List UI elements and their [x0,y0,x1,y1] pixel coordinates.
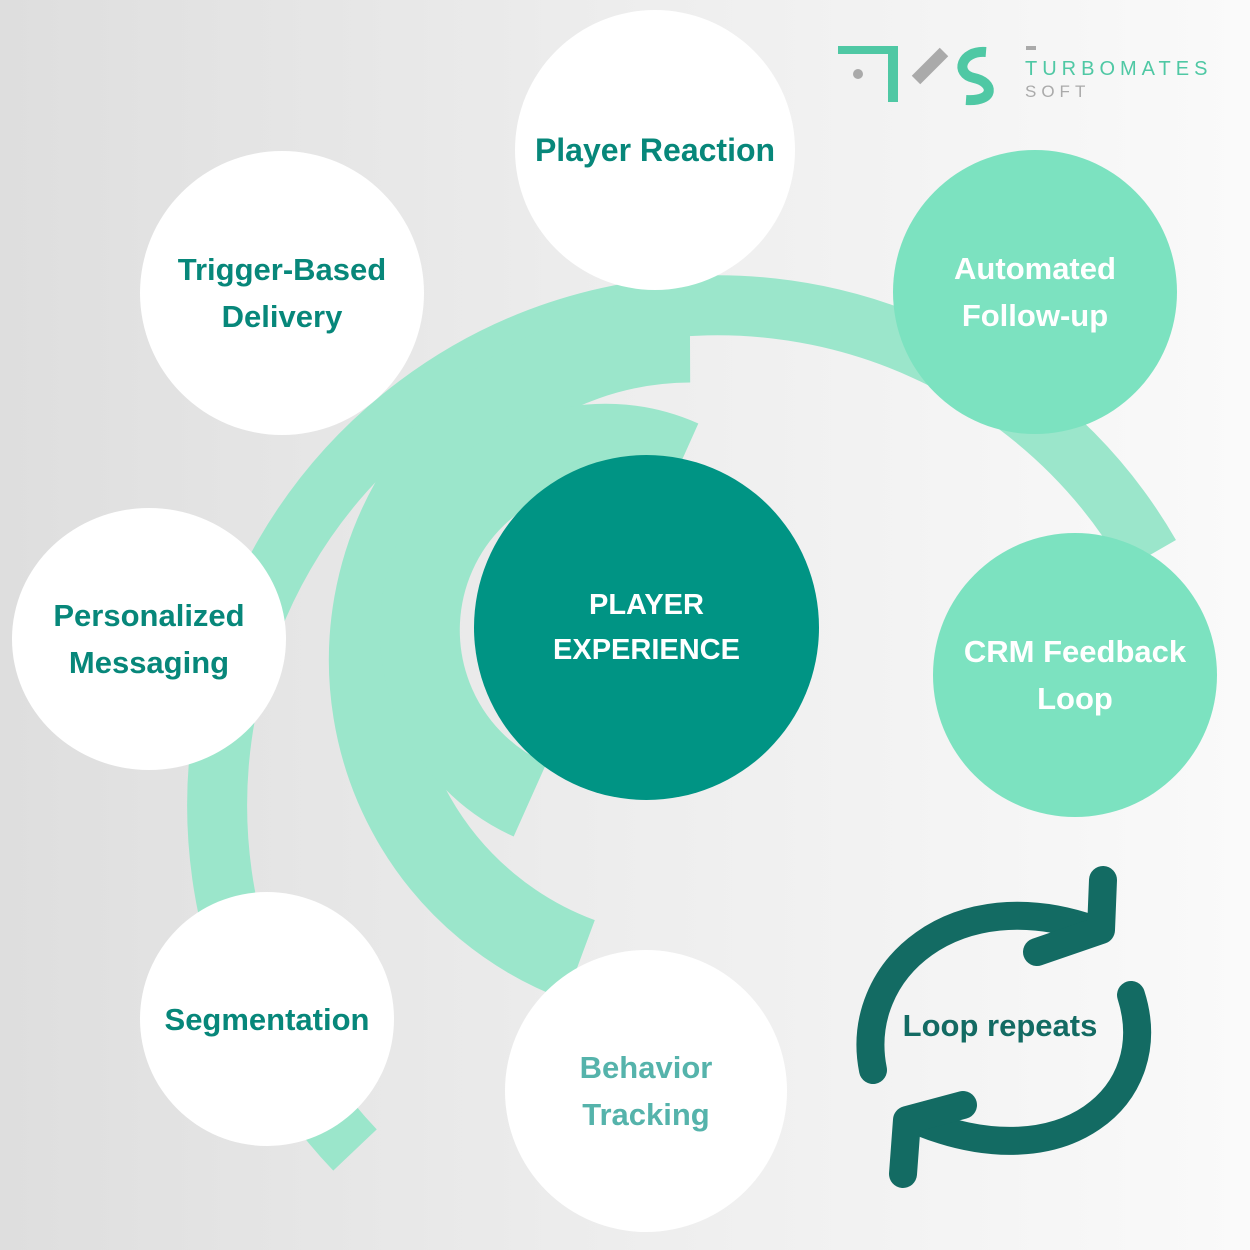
stage-label: CRM Feedback Loop [963,634,1187,716]
stage-segmentation: Segmentation [140,892,394,1146]
stage-behavior-tracking: Behavior Tracking [505,950,787,1232]
stage-label: Behavior Tracking [579,1050,713,1132]
logo-name-line2: SOFT [1025,82,1091,101]
stage-label: Trigger-Based Delivery [177,252,387,334]
logo-name-line1: TURBOMATES [1025,58,1213,80]
inner-ring-arc [379,403,699,837]
stage-label: Personalized Messaging [53,598,245,680]
stage-label: Automated Follow-up [954,251,1116,333]
refresh-cycle-icon [856,866,1151,1188]
tms-logo-icon [838,46,1036,106]
stage-player-reaction: Player Reaction [515,10,795,290]
stage-label: Segmentation [164,1001,370,1037]
stage-crm-feedback-loop: CRM Feedback Loop [933,533,1217,817]
stage-label: Player Reaction [534,131,776,168]
center-label: PLAYER EXPERIENCE [553,588,740,666]
middle-ring-arc [328,297,691,1000]
center-player-experience: PLAYER EXPERIENCE [474,455,819,800]
stage-personalized-messaging: Personalized Messaging [12,508,286,770]
stage-automated-follow-up: Automated Follow-up [893,150,1177,434]
stage-trigger-based-delivery: Trigger-Based Delivery [140,151,424,435]
loop-label: Loop repeats [902,1008,1098,1043]
